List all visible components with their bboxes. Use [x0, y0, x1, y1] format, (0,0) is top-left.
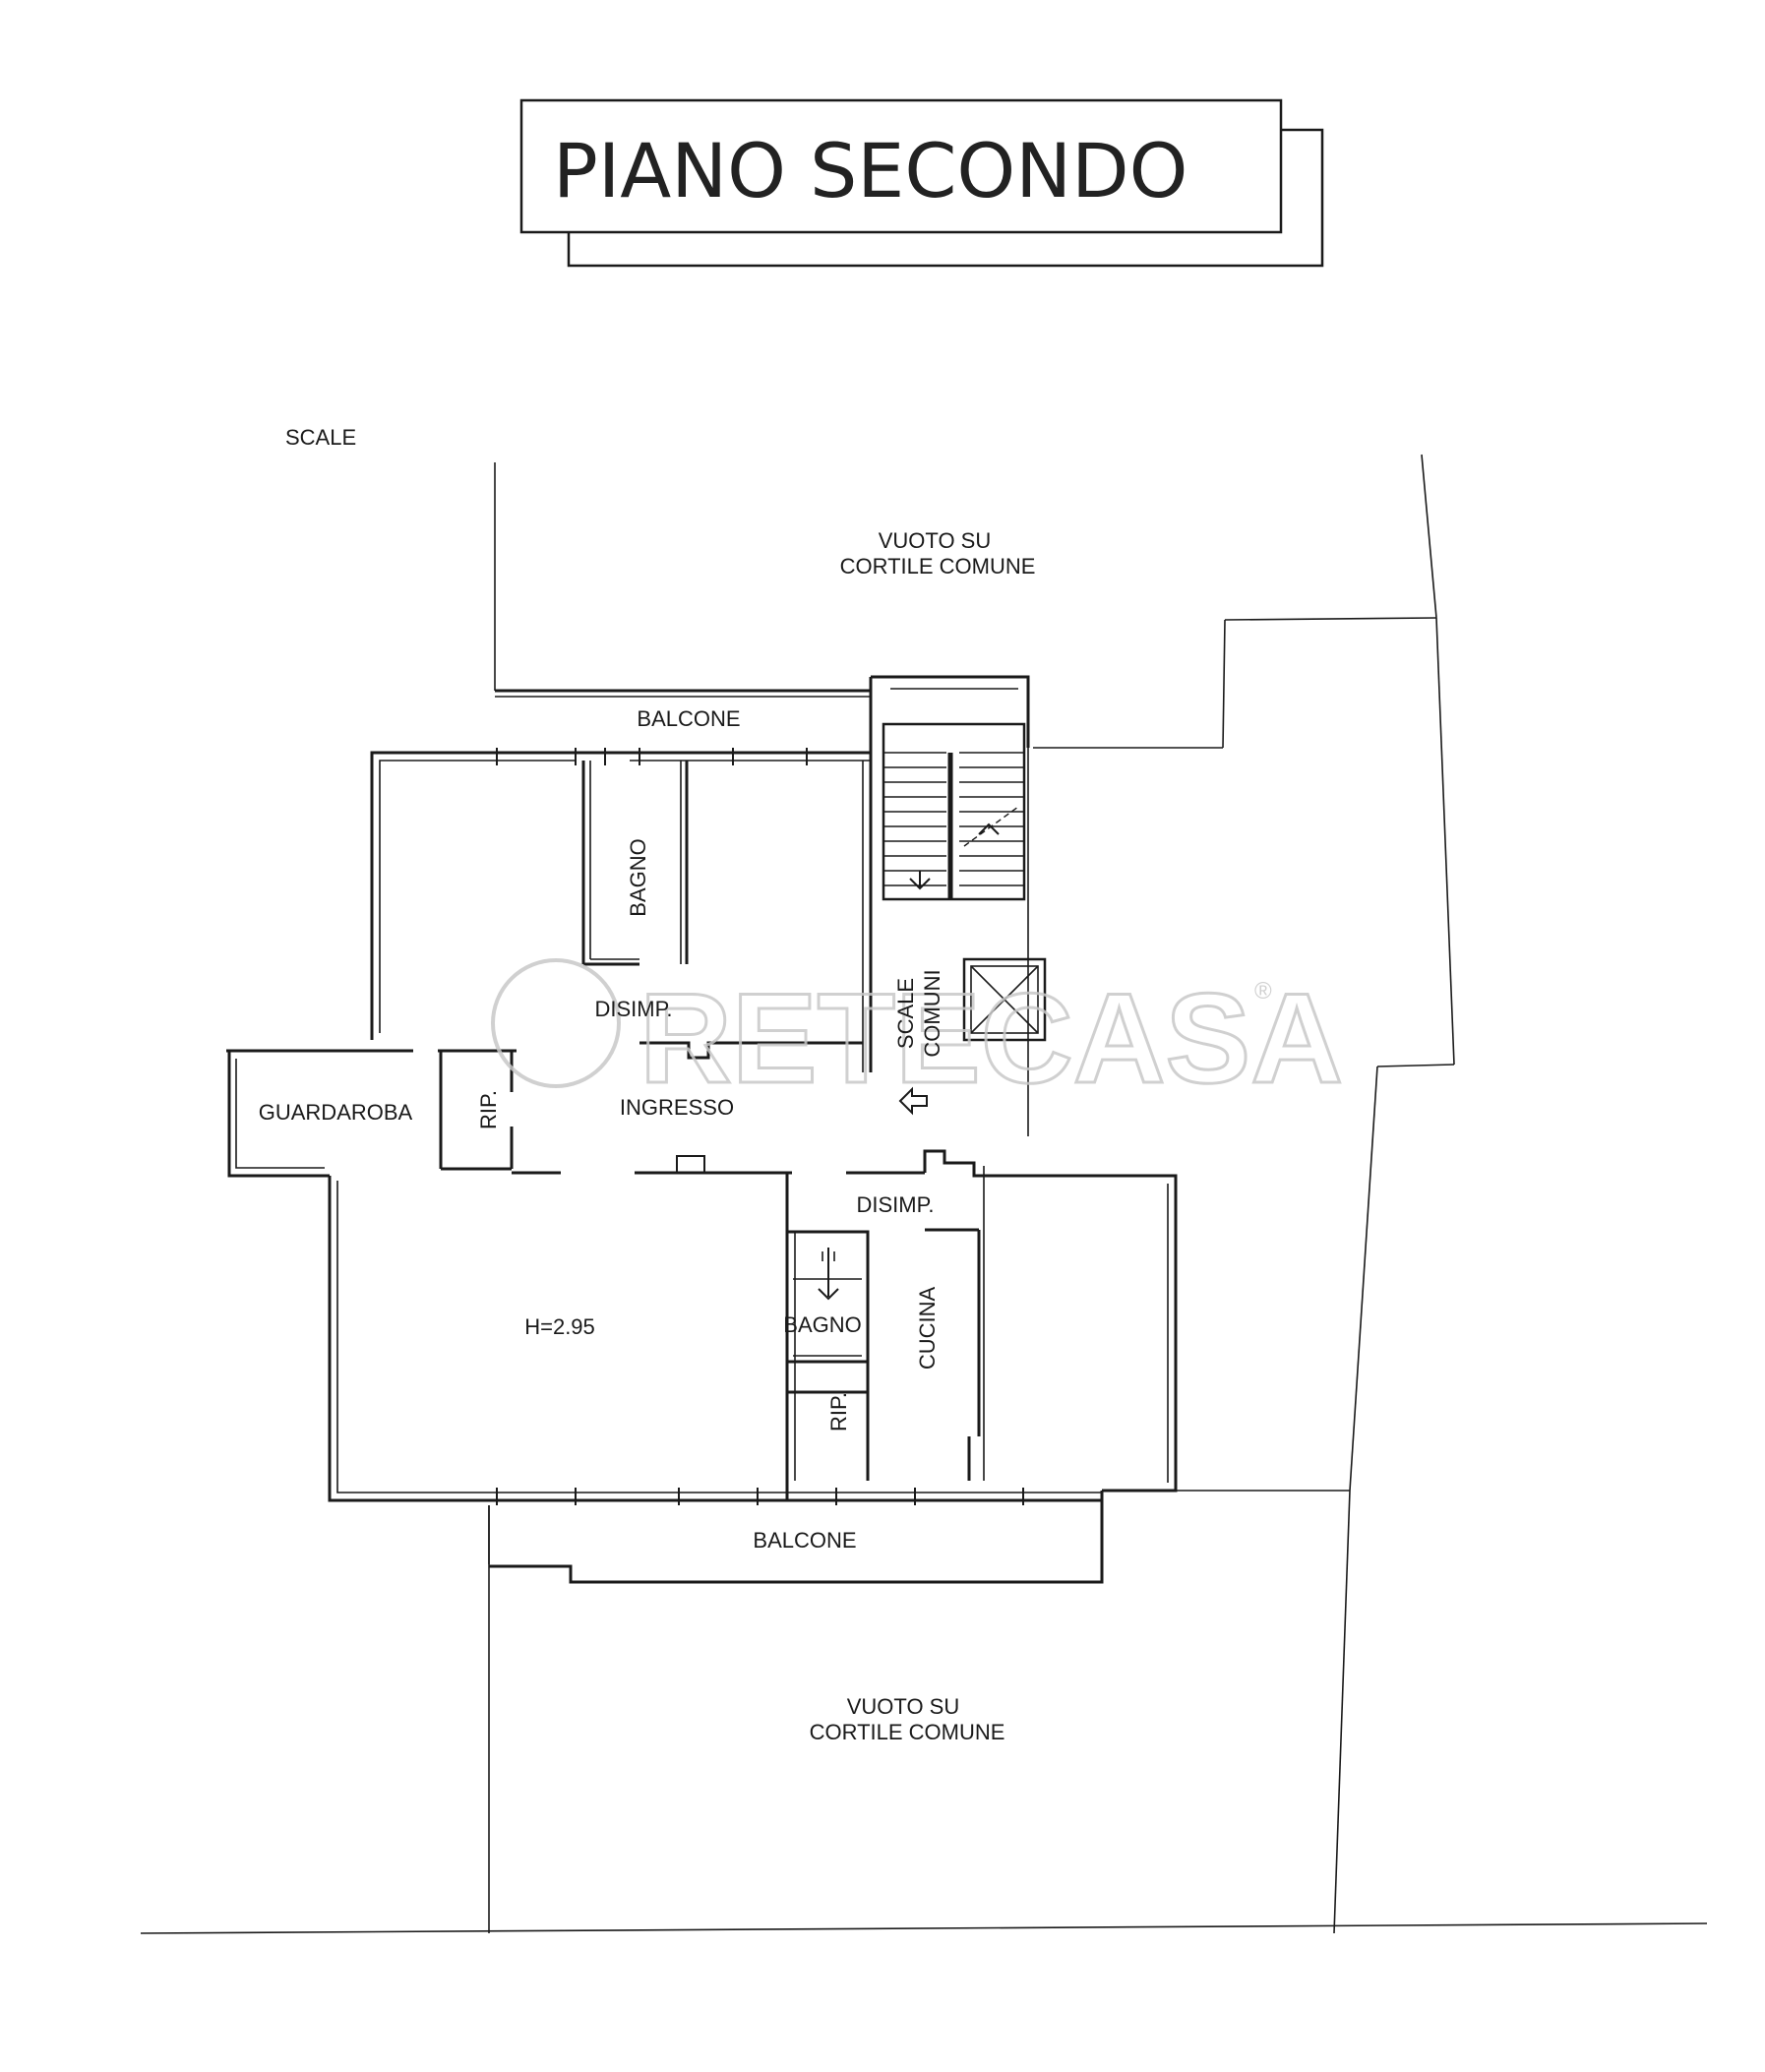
watermark-logo-icon: [491, 958, 621, 1088]
label-cucina: CUCINA: [915, 1287, 940, 1371]
window-markers-south: [496, 1488, 1024, 1505]
entry-arrow-icon: [898, 1086, 928, 1116]
title-frame: [519, 98, 1283, 234]
title-box: PIANO SECONDO: [519, 98, 1324, 268]
label-vuoto-top-line1: VUOTO SU: [879, 528, 992, 553]
balcony-bottom: [488, 1490, 1350, 1584]
label-rip-left: RIP.: [476, 1090, 501, 1129]
stair-steps: [883, 752, 1024, 886]
room-labels: SCALE VUOTO SU CORTILE COMUNE BALCONE BA…: [259, 425, 1036, 1744]
apartment-walls: [226, 748, 1178, 1505]
balcony-top: [495, 677, 873, 753]
label-ingresso: INGRESSO: [620, 1095, 734, 1120]
elevator-shaft: [962, 957, 1047, 1042]
watermark: RETECASA ®: [491, 958, 1345, 1112]
label-scale-corner: SCALE: [285, 425, 356, 450]
label-disimp-bottom: DISIMP.: [856, 1192, 934, 1217]
label-guardaroba: GUARDAROBA: [259, 1100, 413, 1125]
label-vuoto-top-line2: CORTILE COMUNE: [840, 554, 1036, 579]
window-markers-north: [496, 748, 808, 765]
label-scale-comuni-line2: COMUNI: [920, 969, 944, 1057]
label-disimp-top: DISIMP.: [594, 997, 672, 1021]
watermark-brand: RETECASA: [639, 966, 1343, 1110]
label-balcone-bottom: BALCONE: [753, 1528, 856, 1553]
label-height: H=2.95: [524, 1314, 595, 1339]
watermark-registered: ®: [1254, 978, 1272, 1005]
label-vuoto-bottom-line2: CORTILE COMUNE: [810, 1720, 1005, 1744]
label-bagno-top: BAGNO: [626, 838, 650, 916]
stair-enclosure: [871, 675, 1047, 1136]
label-rip-bottom: RIP.: [826, 1392, 851, 1432]
site-boundary: [140, 454, 1708, 1934]
label-vuoto-bottom-line1: VUOTO SU: [847, 1694, 960, 1719]
label-scale-comuni-line1: SCALE: [893, 978, 918, 1049]
label-bagno-bottom: BAGNO: [783, 1312, 861, 1337]
label-balcone-top: BALCONE: [637, 706, 740, 731]
page-title: PIANO SECONDO: [553, 127, 1187, 214]
